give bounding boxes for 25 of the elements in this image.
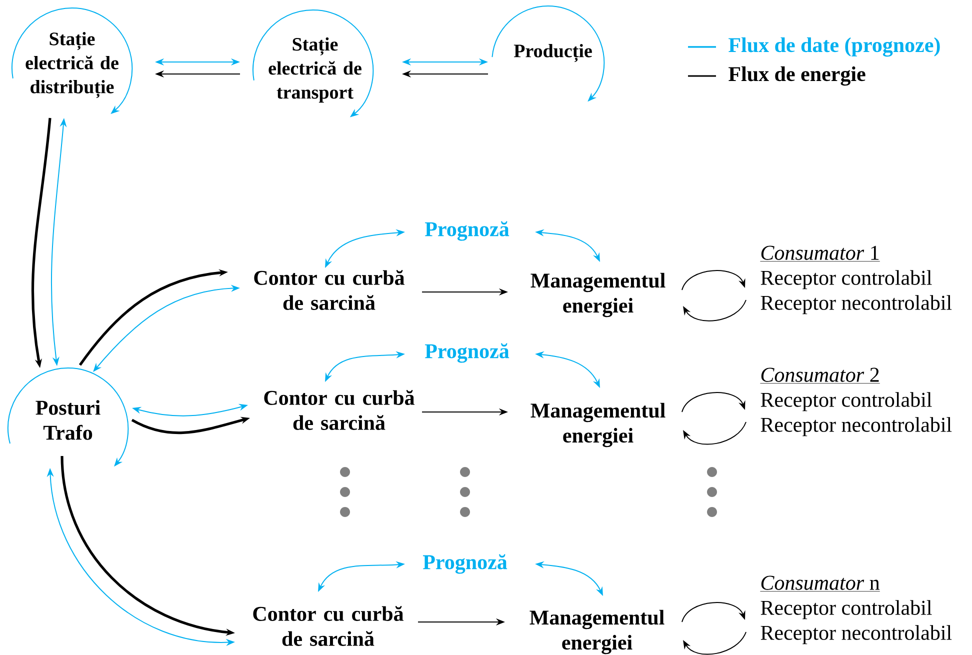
consumer-label: Consumator 2 Receptor controlabil Receptor necontrolabil <box>760 368 952 436</box>
arrow <box>683 631 746 655</box>
legend-label: Flux de date (prognoze) <box>728 37 940 57</box>
station-label: Producție <box>514 44 592 62</box>
forecast-label: Prognoză <box>424 343 510 363</box>
substation-label: Posturi Trafo <box>36 400 100 440</box>
forecast-label: Prognoză <box>422 554 508 574</box>
energy-management-label: Managementul energiei <box>530 610 664 654</box>
energy-management-label: Managementul energiei <box>530 402 666 448</box>
station-label: Stație electrică de transport <box>268 37 362 103</box>
meter-label: Contor cu curbă de sarcină <box>253 606 404 646</box>
meter-label: Contor cu curbă de sarcină <box>254 270 404 310</box>
arrow <box>683 421 746 445</box>
meter-label: Contor cu curbă de sarcină <box>264 390 414 430</box>
cycle-arrow <box>12 7 133 114</box>
consumer-label: Consumator n Receptor controlabil Receptor necontrolabil <box>760 576 952 644</box>
arrow <box>682 392 746 412</box>
forecast-label: Prognoză <box>424 221 510 241</box>
consumer-label: Consumator 1 Receptor controlabil Receptor necontrolabil <box>760 246 952 314</box>
station-label: Stație electrică de distribuție <box>26 32 118 98</box>
energy-management-label: Managementul energiei <box>530 272 666 318</box>
arrow <box>682 602 746 622</box>
legend-label: Flux de energie <box>728 66 866 86</box>
arrow <box>682 270 746 290</box>
arrow <box>683 299 746 322</box>
